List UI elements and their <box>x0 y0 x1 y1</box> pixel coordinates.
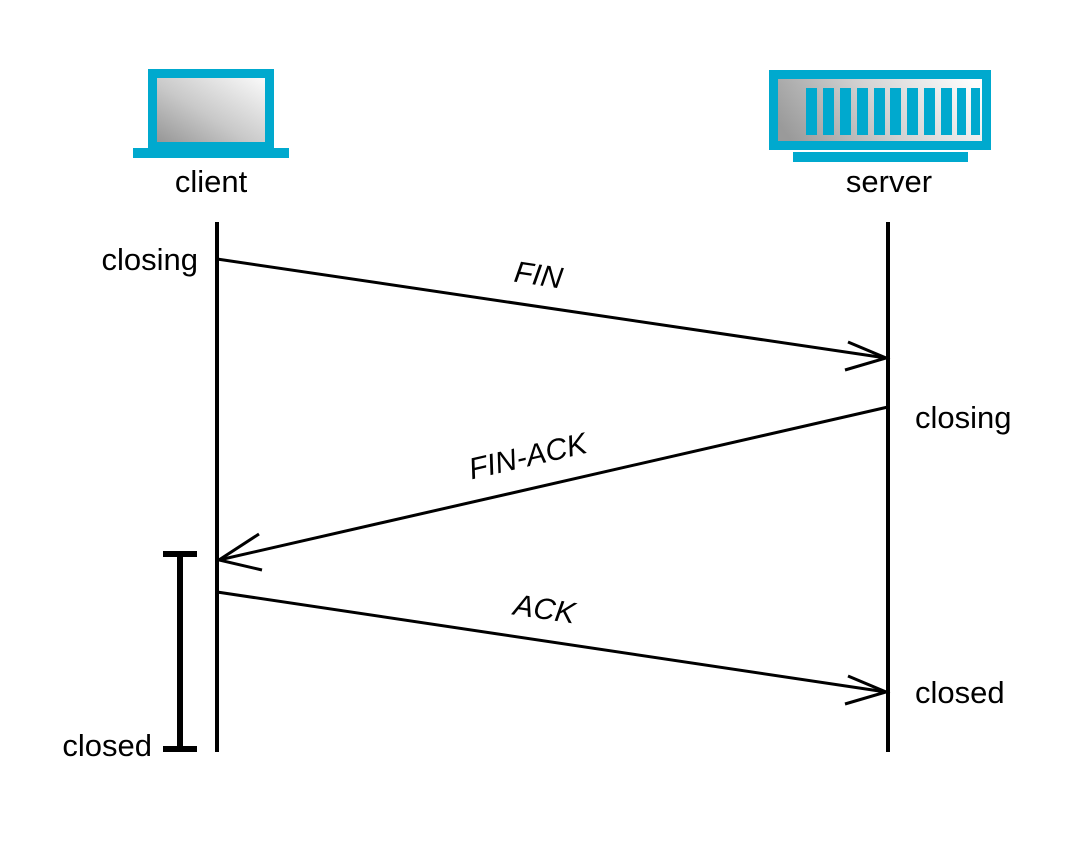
message-fin-ack-label: FIN-ACK <box>466 427 592 487</box>
state-label-client-closing: closing <box>102 242 199 277</box>
message-ack-label: ACK <box>509 588 579 630</box>
state-label-client-closed: closed <box>62 728 152 763</box>
server-rack-icon <box>769 70 991 162</box>
message-fin-ack-arrowhead <box>215 532 263 572</box>
laptop-base <box>133 148 289 158</box>
client-node-label: client <box>175 164 248 199</box>
state-label-server-closed: closed <box>915 675 1005 710</box>
server-base <box>793 152 968 162</box>
message-fin-ack-line <box>218 405 889 562</box>
state-label-server-closing: closing <box>915 400 1012 435</box>
message-fin-ack <box>215 405 889 572</box>
server-rack-bars <box>806 88 980 135</box>
message-fin-arrowhead <box>844 340 891 372</box>
message-ack-line <box>216 590 887 694</box>
message-fin-label: FIN <box>512 256 565 296</box>
message-fin-line <box>216 257 887 360</box>
server-node-label: server <box>846 164 932 199</box>
laptop-screen <box>148 69 274 151</box>
message-ack <box>216 590 891 706</box>
message-fin <box>216 257 891 372</box>
time-wait-bracket <box>163 551 197 752</box>
message-ack-arrowhead <box>844 674 891 706</box>
laptop-icon <box>133 69 289 158</box>
